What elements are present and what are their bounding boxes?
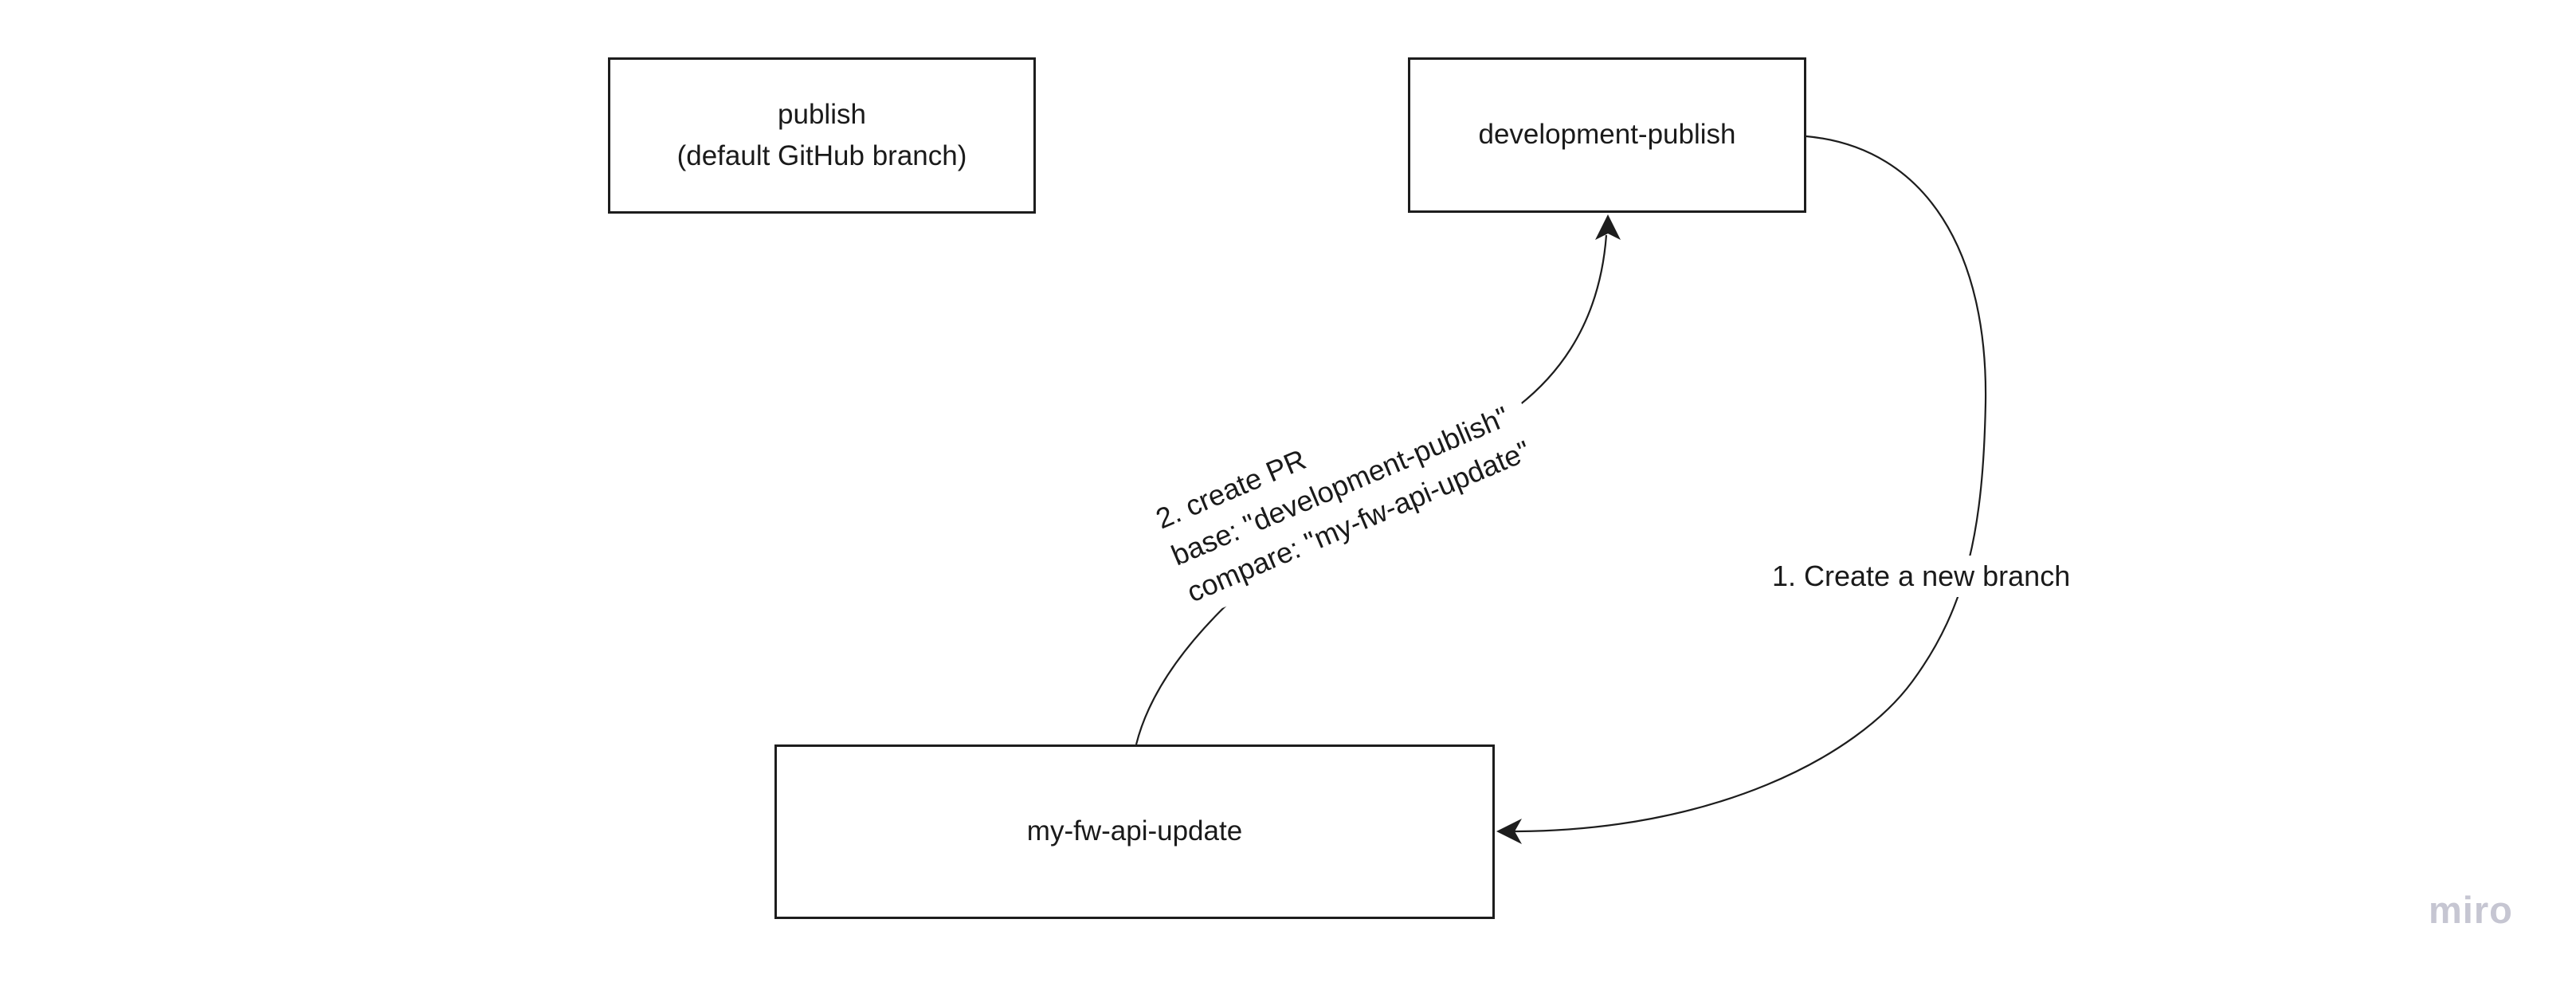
miro-watermark-logo: miro [2429,889,2513,931]
node-my-fw-api-update-branch[interactable]: my-fw-api-update [774,744,1495,919]
connector-label-create-branch[interactable]: 1. Create a new branch [1762,556,2080,597]
node-publish-branch[interactable]: publish (default GitHub branch) [608,57,1036,214]
arrowhead-left [1496,819,1522,844]
connector-create-branch[interactable] [1511,135,1987,833]
arrowhead-up [1595,214,1621,240]
node-development-publish-branch[interactable]: development-publish [1408,57,1806,213]
node-my-fw-api-update-label: my-fw-api-update [1026,815,1243,847]
node-development-publish-label: development-publish [1478,119,1736,151]
node-publish-label-line2: (default GitHub branch) [676,140,967,171]
node-publish-label-line1: publish [778,98,866,130]
